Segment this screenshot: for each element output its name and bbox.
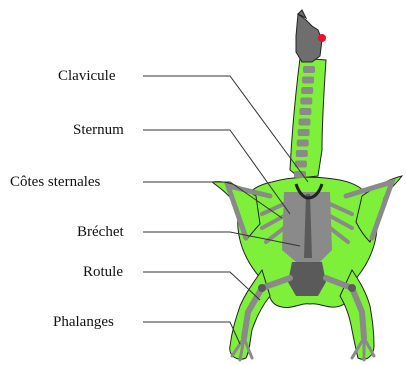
label-phalanges: Phalanges	[53, 313, 114, 331]
comb	[318, 34, 326, 42]
vertebra	[301, 87, 313, 94]
vertebra	[298, 129, 310, 136]
label-brechet: Bréchet	[77, 223, 124, 241]
rotule-left	[258, 284, 266, 292]
leader-rotule	[143, 272, 260, 300]
vertebra	[302, 77, 314, 84]
neck-flesh	[290, 58, 326, 178]
leader-clavicule	[143, 76, 308, 182]
phalanges	[232, 338, 374, 360]
label-cotes-sternales: Côtes sternales	[10, 173, 100, 191]
label-sternum: Sternum	[73, 121, 124, 139]
vertebra	[303, 66, 315, 73]
label-clavicule: Clavicule	[58, 67, 115, 85]
vertebra	[299, 108, 311, 115]
rotule-right	[348, 284, 356, 292]
label-rotule: Rotule	[83, 263, 123, 281]
leader-phalanges	[143, 322, 240, 344]
vertebra	[299, 119, 311, 126]
vertebra	[300, 98, 312, 105]
pelvis	[288, 262, 326, 296]
vertebra	[297, 140, 309, 147]
vertebra	[296, 150, 308, 157]
